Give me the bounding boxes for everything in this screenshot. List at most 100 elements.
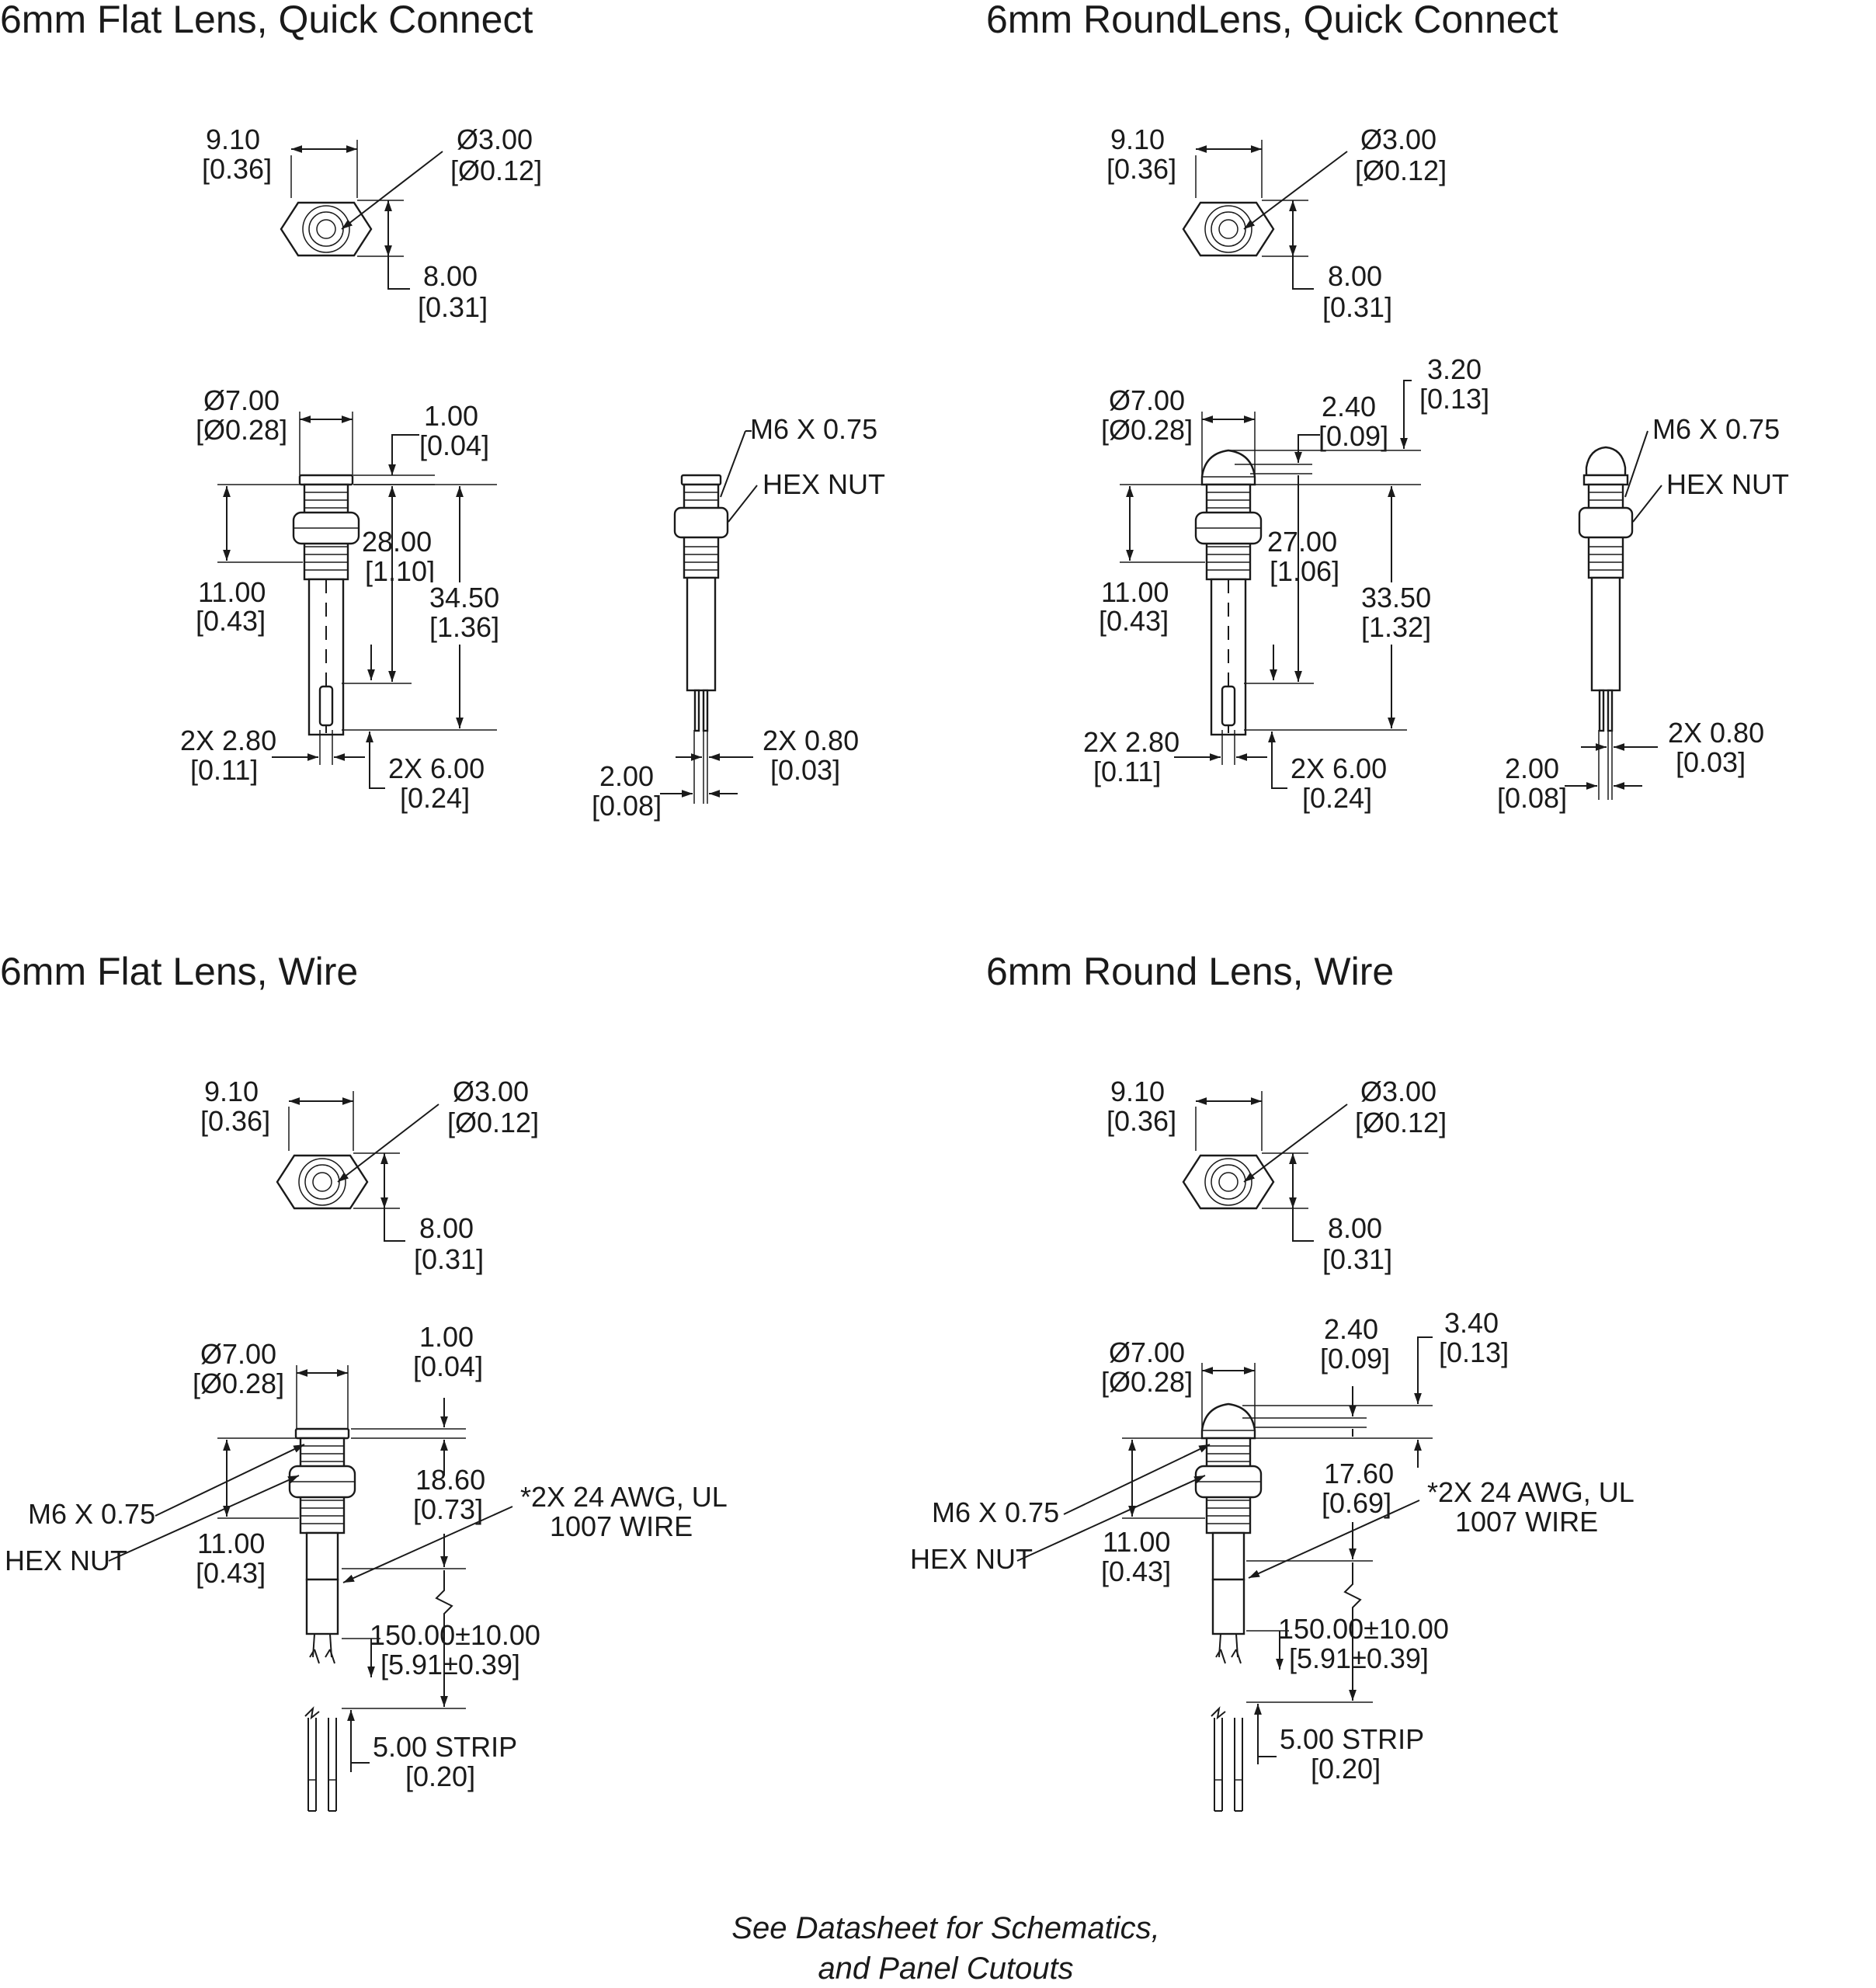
q1-dim-2800: 28.00 bbox=[362, 526, 432, 558]
q2-dim-1100-in: [0.43] bbox=[1099, 605, 1169, 637]
q1-dim-800: 8.00 bbox=[423, 260, 478, 292]
q4-dim-800-in: [0.31] bbox=[1322, 1243, 1392, 1275]
q4-dim-strip-in: [0.20] bbox=[1311, 1753, 1381, 1785]
q1-dim-p600-in: [0.24] bbox=[400, 782, 470, 814]
q1-dim-1100: 11.00 bbox=[198, 576, 266, 608]
q1-dim-910-in: [0.36] bbox=[202, 153, 272, 185]
title-flat-lens-wire: 6mm Flat Lens, Wire bbox=[0, 950, 358, 993]
footer-line-1: See Datasheet for Schematics, bbox=[731, 1911, 1159, 1945]
q2-dim-3350: 33.50 bbox=[1361, 582, 1431, 613]
q2-dim-p600-in: [0.24] bbox=[1302, 782, 1372, 814]
q2-dim-d300: Ø3.00 bbox=[1360, 123, 1437, 155]
q4-dim-d700-in: [Ø0.28] bbox=[1101, 1366, 1193, 1398]
q3-label-wire-2: 1007 WIRE bbox=[550, 1510, 693, 1542]
q3-label-hexnut: HEX NUT bbox=[5, 1545, 127, 1576]
q1-profile-view: M6 X 0.75 HEX NUT 2X 0.80 [0.03] 2.00 [0… bbox=[592, 413, 885, 822]
q4-dim-1760: 17.60 bbox=[1324, 1458, 1394, 1489]
q1-dim-3450-in: [1.36] bbox=[429, 611, 499, 643]
q4-dim-strip: 5.00 STRIP bbox=[1280, 1723, 1424, 1755]
q1-dim-3450: 34.50 bbox=[429, 582, 499, 613]
q2-dim-p080-in: [0.03] bbox=[1676, 746, 1746, 778]
q1-dim-d300: Ø3.00 bbox=[457, 123, 533, 155]
q1-dim-p200-in: [0.08] bbox=[592, 790, 662, 822]
q4-dim-910: 9.10 bbox=[1110, 1076, 1165, 1107]
q4-dim-len-in: [5.91±0.39] bbox=[1289, 1642, 1429, 1674]
q3-dim-100-in: [0.04] bbox=[413, 1350, 483, 1382]
q1-dim-910: 9.10 bbox=[206, 123, 260, 155]
q4-side-view: Ø7.00 [Ø0.28] 2.40 [0.09] 3.40 [0.13] 11… bbox=[910, 1307, 1635, 1812]
q3-dim-strip: 5.00 STRIP bbox=[373, 1731, 517, 1763]
q2-dim-p080: 2X 0.80 bbox=[1668, 717, 1764, 749]
q4-front-view: 9.10 [0.36] Ø3.00 [Ø0.12] 8.00 [0.31] bbox=[1106, 1076, 1447, 1275]
q4-dim-240: 2.40 bbox=[1324, 1313, 1378, 1345]
q2-dim-d700-in: [Ø0.28] bbox=[1101, 414, 1193, 446]
q1-dim-p600: 2X 6.00 bbox=[388, 752, 485, 784]
q1-side-view: Ø7.00 [Ø0.28] 1.00 [0.04] 11.00 [0.43] 2… bbox=[180, 384, 499, 814]
q4-dim-d700: Ø7.00 bbox=[1109, 1336, 1185, 1368]
q4-dim-len: 150.00±10.00 bbox=[1278, 1613, 1449, 1645]
q1-dim-d700-in: [Ø0.28] bbox=[196, 414, 287, 446]
q2-dim-p200-in: [0.08] bbox=[1497, 782, 1567, 814]
q2-label-hexnut: HEX NUT bbox=[1666, 468, 1789, 500]
q3-dim-d700: Ø7.00 bbox=[200, 1338, 276, 1370]
q3-dim-910-in: [0.36] bbox=[200, 1105, 270, 1137]
q3-dim-800: 8.00 bbox=[419, 1212, 474, 1244]
q2-dim-800-in: [0.31] bbox=[1322, 291, 1392, 323]
q4-dim-800: 8.00 bbox=[1328, 1212, 1382, 1244]
footer-line-2: and Panel Cutouts bbox=[818, 1952, 1073, 1986]
q2-dim-240: 2.40 bbox=[1322, 391, 1376, 422]
q1-dim-2800-in: [1.10] bbox=[365, 555, 435, 587]
q3-dim-d700-in: [Ø0.28] bbox=[193, 1368, 284, 1399]
q3-label-wire-1: *2X 24 AWG, UL bbox=[520, 1481, 728, 1513]
q4-dim-d300: Ø3.00 bbox=[1360, 1076, 1437, 1107]
q4-dim-d300-in: [Ø0.12] bbox=[1355, 1107, 1447, 1138]
q4-label-wire-1: *2X 24 AWG, UL bbox=[1427, 1476, 1635, 1508]
q1-dim-1100-in: [0.43] bbox=[196, 605, 266, 637]
q2-dim-910-in: [0.36] bbox=[1106, 153, 1176, 185]
q1-dim-100: 1.00 bbox=[424, 400, 478, 432]
q4-dim-340-in: [0.13] bbox=[1439, 1336, 1509, 1368]
q2-dim-2700: 27.00 bbox=[1267, 526, 1337, 558]
q3-label-m6: M6 X 0.75 bbox=[28, 1498, 155, 1530]
q2-dim-1100: 11.00 bbox=[1101, 576, 1169, 608]
q3-dim-1860: 18.60 bbox=[415, 1464, 485, 1496]
q3-dim-d300-in: [Ø0.12] bbox=[447, 1107, 539, 1138]
q4-dim-1760-in: [0.69] bbox=[1322, 1487, 1391, 1519]
title-round-lens-wire: 6mm Round Lens, Wire bbox=[986, 950, 1394, 993]
q3-side-view: Ø7.00 [Ø0.28] 1.00 [0.04] 11.00 [0.43] 1… bbox=[5, 1321, 728, 1812]
q4-label-hexnut: HEX NUT bbox=[910, 1543, 1033, 1575]
q4-dim-1100: 11.00 bbox=[1103, 1526, 1170, 1558]
q2-dim-p280-in: [0.11] bbox=[1093, 756, 1161, 787]
q1-dim-p080-in: [0.03] bbox=[770, 754, 840, 786]
q2-dim-p600: 2X 6.00 bbox=[1291, 752, 1387, 784]
q2-dim-320-in: [0.13] bbox=[1419, 383, 1489, 415]
q3-dim-800-in: [0.31] bbox=[414, 1243, 484, 1275]
q1-dim-p280: 2X 2.80 bbox=[180, 725, 276, 756]
q2-label-m6: M6 X 0.75 bbox=[1652, 413, 1780, 445]
q2-dim-2700-in: [1.06] bbox=[1270, 555, 1339, 587]
q3-dim-strip-in: [0.20] bbox=[405, 1760, 475, 1792]
q2-profile-view: M6 X 0.75 HEX NUT 2X 0.80 [0.03] 2.00 [0… bbox=[1497, 413, 1789, 814]
q1-dim-p080: 2X 0.80 bbox=[763, 725, 859, 756]
q1-dim-p200: 2.00 bbox=[599, 760, 654, 792]
q4-label-m6: M6 X 0.75 bbox=[932, 1496, 1059, 1528]
q3-dim-d300: Ø3.00 bbox=[453, 1076, 529, 1107]
q1-label-hexnut: HEX NUT bbox=[763, 468, 885, 500]
q3-dim-910: 9.10 bbox=[204, 1076, 259, 1107]
q2-side-view: Ø7.00 [Ø0.28] 2.40 [0.09] 3.20 [0.13] 11… bbox=[1083, 353, 1489, 814]
q1-dim-800-in: [0.31] bbox=[418, 291, 488, 323]
q1-dim-d700: Ø7.00 bbox=[203, 384, 280, 416]
q4-dim-1100-in: [0.43] bbox=[1101, 1555, 1171, 1587]
q2-dim-p280: 2X 2.80 bbox=[1083, 726, 1179, 758]
q4-label-wire-2: 1007 WIRE bbox=[1455, 1506, 1598, 1538]
q2-dim-240-in: [0.09] bbox=[1318, 420, 1388, 452]
q2-dim-p200: 2.00 bbox=[1505, 752, 1559, 784]
q4-dim-240-in: [0.09] bbox=[1320, 1343, 1390, 1375]
q2-dim-320: 3.20 bbox=[1427, 353, 1482, 385]
q4-dim-340: 3.40 bbox=[1444, 1307, 1499, 1339]
q3-dim-1100: 11.00 bbox=[197, 1527, 265, 1559]
q2-dim-910: 9.10 bbox=[1110, 123, 1165, 155]
q4-dim-910-in: [0.36] bbox=[1106, 1105, 1176, 1137]
q1-dim-100-in: [0.04] bbox=[419, 429, 489, 461]
